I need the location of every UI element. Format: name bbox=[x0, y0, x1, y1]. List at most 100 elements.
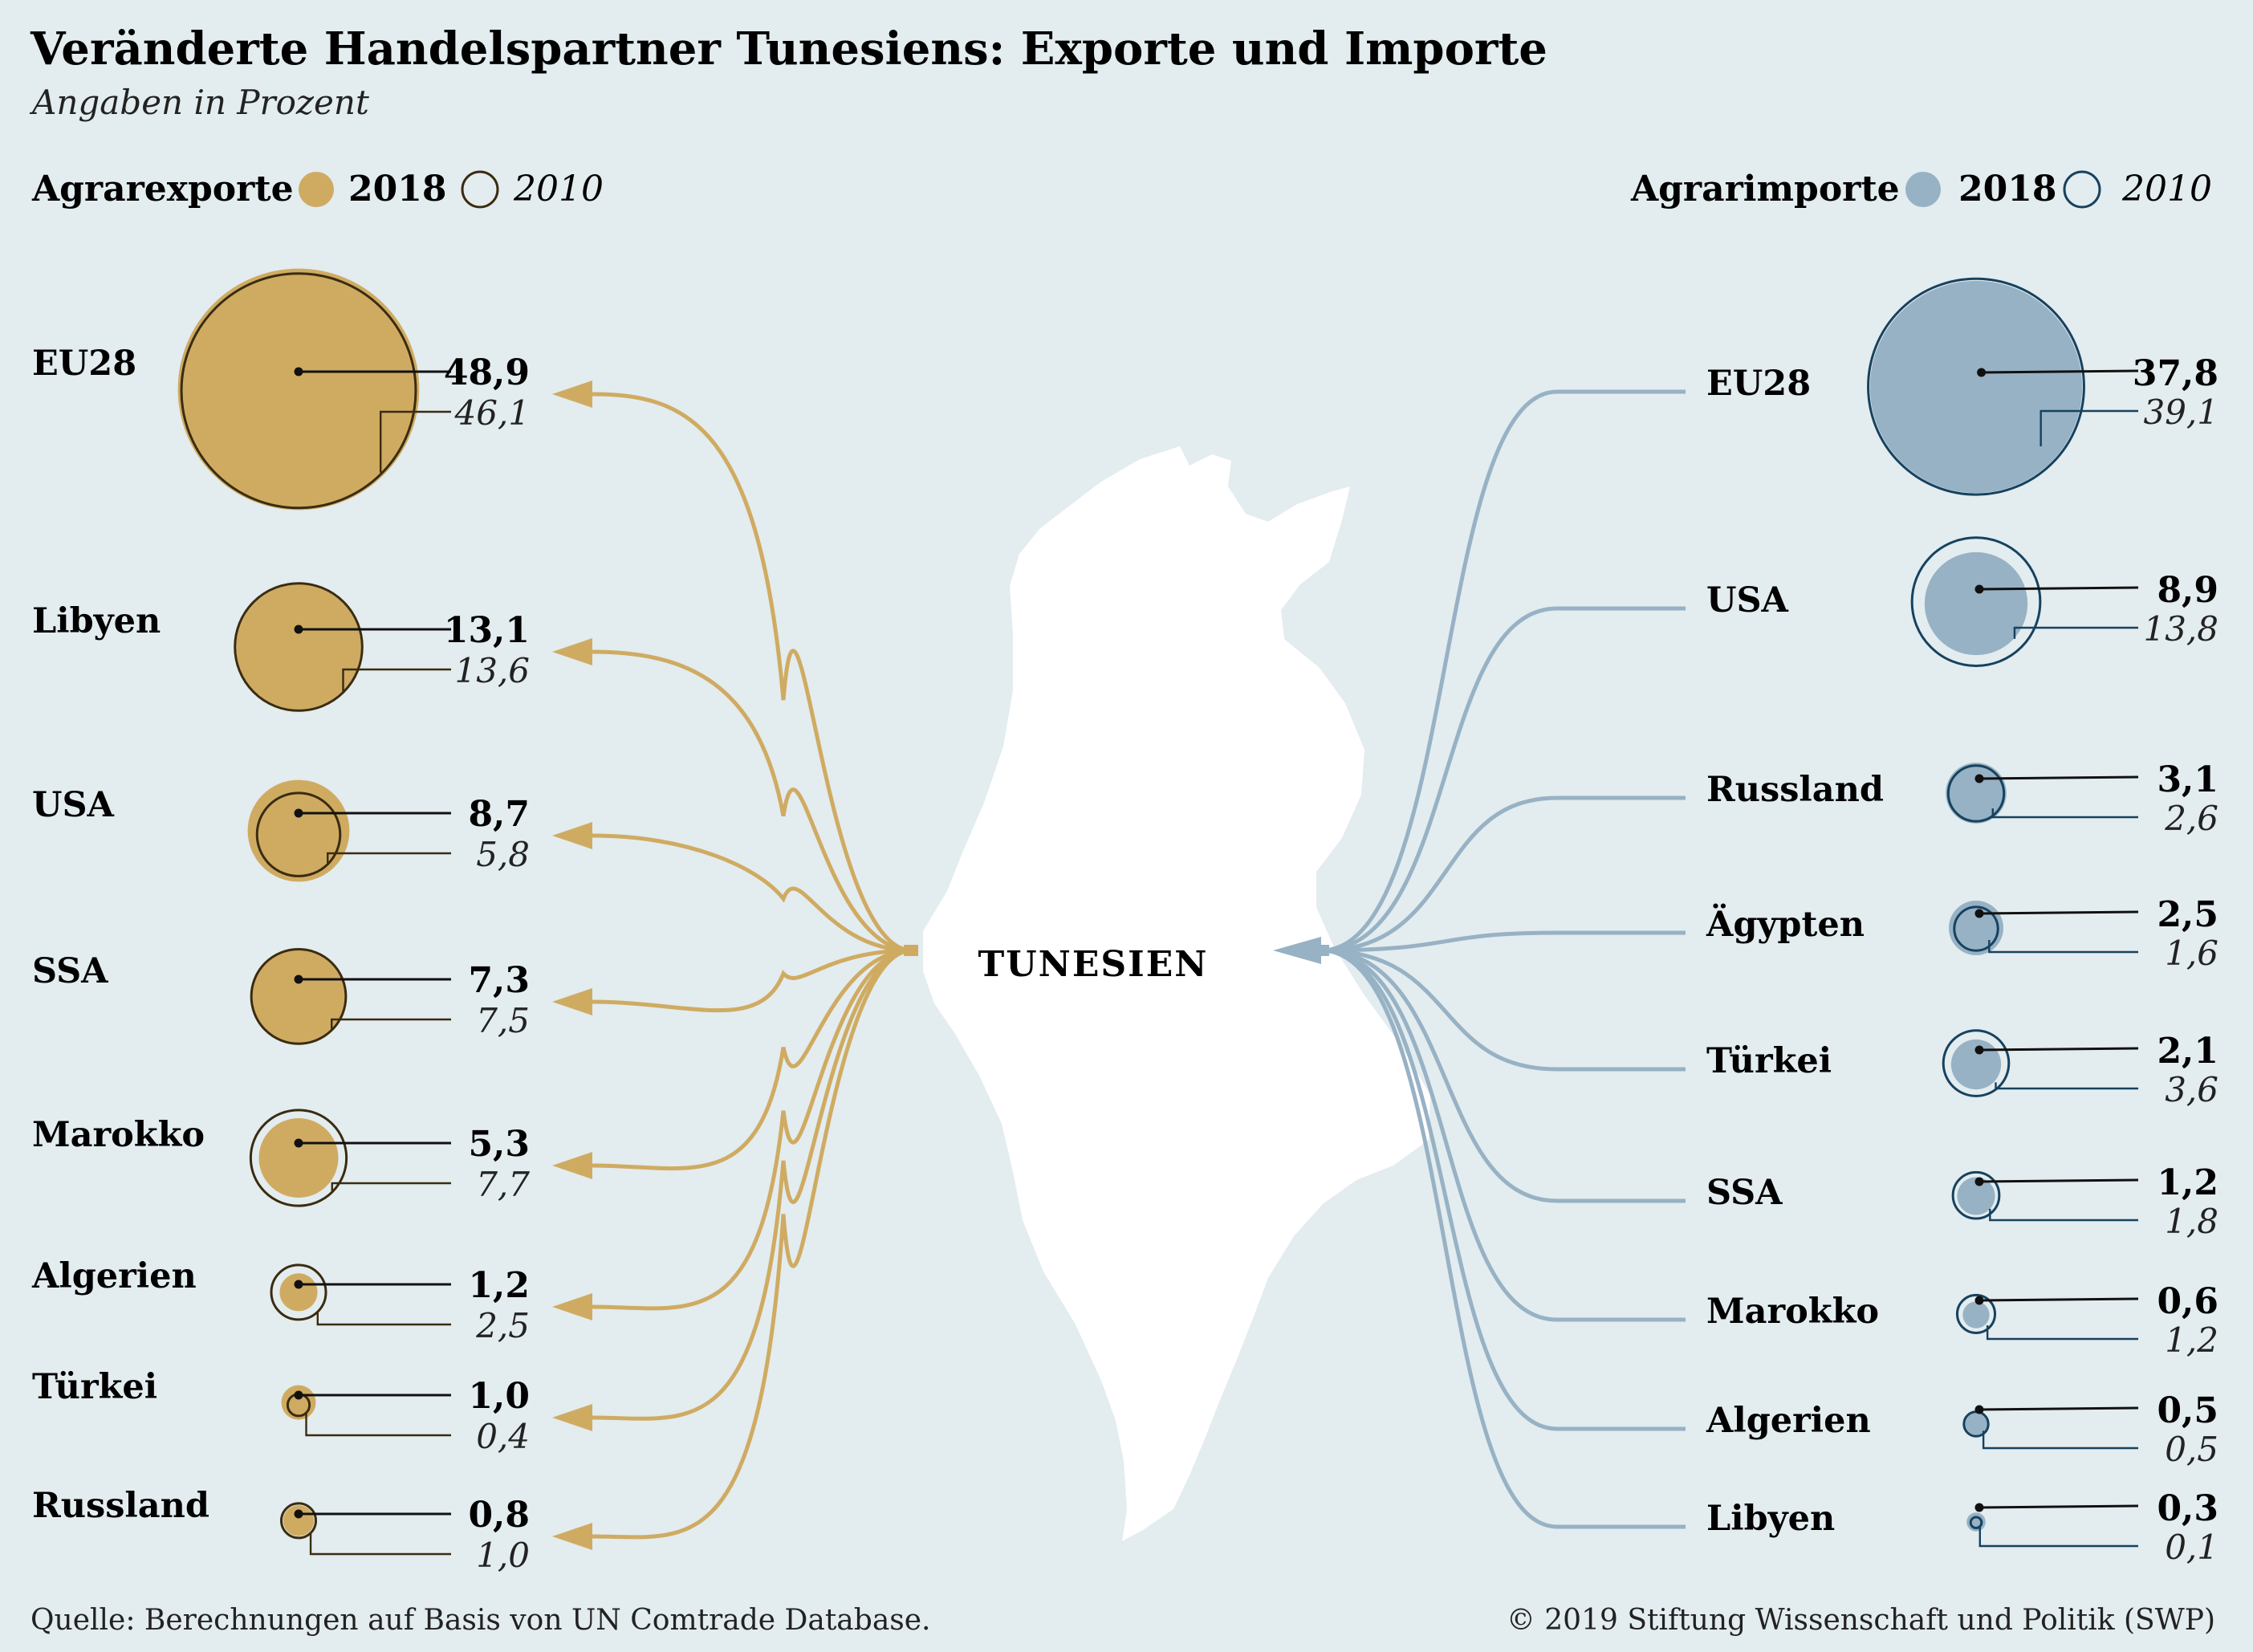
export-value-2010-ssa: 7,5 bbox=[476, 1001, 530, 1040]
export-value-2018-libyen: 13,1 bbox=[444, 610, 530, 651]
export-value-2010-tuerkei: 0,4 bbox=[476, 1417, 530, 1456]
import-leader-2018-eu28 bbox=[1981, 369, 2139, 374]
import-value-2018-aegypten: 2,5 bbox=[2157, 894, 2218, 935]
export-bubble-2018-tuerkei bbox=[281, 1385, 316, 1420]
import-value-2010-marokko: 1,2 bbox=[2165, 1320, 2218, 1360]
import-arrow bbox=[1273, 937, 1321, 964]
tunisia-map bbox=[923, 446, 1430, 1541]
import-bubble-2018-russland bbox=[1946, 763, 2007, 824]
import-leader-2010-tuerkei bbox=[1995, 1082, 2138, 1090]
import-flow-marokko bbox=[1320, 948, 1686, 1322]
export-partner-name-marokko: Marokko bbox=[32, 1115, 205, 1155]
import-leader-2018-marokko bbox=[1978, 1297, 2139, 1302]
import-value-2018-russland: 3,1 bbox=[2157, 759, 2218, 800]
chart-title: Veränderte Handelspartner Tunesiens: Exp… bbox=[30, 22, 1547, 75]
export-legend-2010: 2010 bbox=[513, 169, 604, 210]
export-legend-2018: 2018 bbox=[348, 169, 446, 210]
export-arrow-eu28 bbox=[552, 380, 592, 408]
import-legend-2010: 2010 bbox=[2121, 169, 2212, 210]
import-legend-swatch-2018 bbox=[1905, 172, 1941, 207]
export-arrow-algerien bbox=[552, 1293, 592, 1320]
import-partner-name-marokko: Marokko bbox=[1706, 1292, 1879, 1332]
export-arrow-tuerkei bbox=[552, 1404, 592, 1431]
import-value-2018-marokko: 0,6 bbox=[2157, 1281, 2218, 1322]
import-value-2010-aegypten: 1,6 bbox=[2165, 934, 2218, 973]
import-flow-tuerkei bbox=[1320, 948, 1686, 1072]
import-legend-swatch-2010 bbox=[2063, 170, 2101, 209]
export-bubble-2010-eu28 bbox=[180, 272, 417, 510]
import-bubble-2010-marokko bbox=[1955, 1293, 1997, 1335]
import-value-2010-usa: 13,8 bbox=[2143, 609, 2218, 649]
export-bubble-2018-marokko bbox=[258, 1118, 339, 1198]
export-bubble-2010-algerien bbox=[270, 1263, 327, 1321]
import-leader-2018-russland bbox=[1978, 775, 2139, 780]
import-bubble-2010-eu28 bbox=[1867, 277, 2085, 496]
export-legend-label: Agrarexporte bbox=[31, 169, 294, 210]
export-partner-name-russland: Russland bbox=[32, 1486, 209, 1526]
import-bubble-2010-libyen bbox=[1969, 1516, 1983, 1530]
export-value-2010-libyen: 13,6 bbox=[454, 651, 530, 690]
export-bubble-2010-marokko bbox=[249, 1109, 348, 1207]
import-leader-2010-algerien bbox=[1982, 1430, 2138, 1450]
export-flow-tuerkei bbox=[592, 948, 913, 1421]
import-leader-2018-algerien bbox=[1978, 1406, 2139, 1411]
import-flow-russland bbox=[1320, 795, 1686, 953]
export-flows bbox=[552, 380, 918, 1550]
export-arrow-russland bbox=[552, 1523, 592, 1550]
export-leader-2010-usa bbox=[327, 852, 451, 864]
export-bubble-2018-eu28 bbox=[177, 268, 420, 511]
import-value-2010-tuerkei: 3,6 bbox=[2165, 1070, 2218, 1109]
export-flow-libyen bbox=[592, 649, 913, 953]
import-partner-name-ssa: SSA bbox=[1706, 1173, 1783, 1213]
export-legend-swatch-2018 bbox=[299, 172, 334, 207]
export-leader-2010-algerien bbox=[316, 1311, 451, 1326]
import-partner-name-russland: Russland bbox=[1706, 770, 1884, 810]
export-arrow-marokko bbox=[552, 1152, 592, 1179]
import-partner-name-usa: USA bbox=[1706, 580, 1789, 621]
import-leader-2018-aegypten bbox=[1978, 910, 2139, 915]
export-value-2018-ssa: 7,3 bbox=[468, 960, 530, 1001]
import-bubble-2018-aegypten bbox=[1949, 901, 2003, 955]
import-bubble-2018-marokko bbox=[1962, 1301, 1990, 1329]
import-value-2010-russland: 2,6 bbox=[2164, 799, 2218, 838]
import-partner-name-eu28: EU28 bbox=[1706, 364, 1811, 404]
import-value-2010-libyen: 0,1 bbox=[2165, 1528, 2218, 1567]
import-leader-2010-russland bbox=[1991, 808, 2138, 819]
export-bubble-2010-russland bbox=[280, 1502, 317, 1540]
import-flow-eu28 bbox=[1320, 389, 1686, 953]
export-value-2010-marokko: 7,7 bbox=[476, 1165, 530, 1204]
export-arrow-usa bbox=[552, 822, 592, 849]
export-bubble-2018-algerien bbox=[279, 1273, 318, 1312]
import-leader-2010-ssa bbox=[1989, 1208, 2138, 1222]
export-flow-ssa bbox=[592, 948, 913, 1013]
export-leader-2010-libyen bbox=[342, 668, 451, 692]
export-leader-2010-marokko bbox=[331, 1182, 451, 1192]
export-flow-algerien bbox=[592, 948, 913, 1311]
import-bubble-2010-ssa bbox=[1951, 1170, 2001, 1220]
export-value-2018-algerien: 1,2 bbox=[468, 1265, 530, 1306]
export-value-2010-usa: 5,8 bbox=[476, 835, 530, 874]
import-bubble-2010-russland bbox=[1946, 764, 2006, 823]
import-legend: Agrarimporte 2018 2010 bbox=[1630, 169, 2212, 210]
export-value-2010-algerien: 2,5 bbox=[475, 1306, 530, 1345]
import-partner-name-aegypten: Ägypten bbox=[1706, 903, 1865, 945]
import-value-2018-usa: 8,9 bbox=[2157, 570, 2218, 611]
export-partner-name-eu28: EU28 bbox=[32, 344, 136, 384]
import-bubble-2018-ssa bbox=[1957, 1177, 1995, 1215]
copyright-note: © 2019 Stiftung Wissenschaft und Politik… bbox=[1507, 1604, 2215, 1637]
export-flow-marokko bbox=[592, 948, 913, 1171]
export-flow-usa bbox=[592, 833, 913, 953]
import-leader-2010-marokko bbox=[1986, 1324, 2138, 1341]
tunisia-label: TUNESIEN bbox=[978, 944, 1209, 985]
export-value-2018-marokko: 5,3 bbox=[468, 1124, 530, 1165]
import-flow-libyen bbox=[1320, 948, 1686, 1529]
export-legend: Agrarexporte 2018 2010 bbox=[31, 169, 604, 210]
import-flow-usa bbox=[1320, 606, 1686, 953]
import-leader-2018-tuerkei bbox=[1978, 1047, 2139, 1052]
import-flow-ssa bbox=[1320, 948, 1686, 1203]
import-bubble-2018-usa bbox=[1924, 551, 2028, 656]
export-bubble-2018-ssa bbox=[251, 950, 346, 1044]
export-partner-name-usa: USA bbox=[32, 785, 115, 825]
import-legend-2018: 2018 bbox=[1958, 169, 2056, 210]
